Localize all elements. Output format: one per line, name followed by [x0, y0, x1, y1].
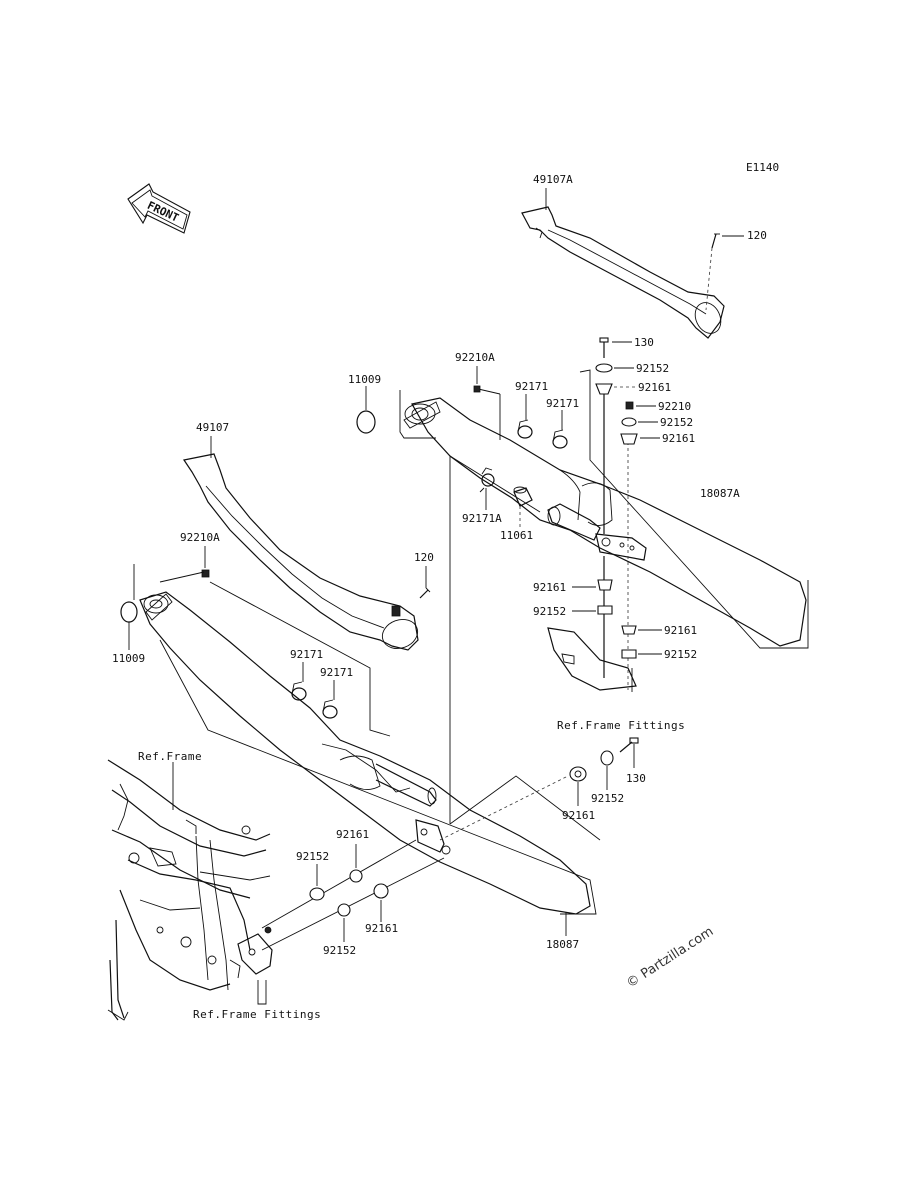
part-label-92161-g: 92161: [365, 922, 398, 935]
part-label-120-top: 120: [747, 229, 767, 242]
diagram-code: E1140: [746, 161, 779, 174]
clamp-92171-d: [322, 699, 338, 719]
clamp-92171-c: [291, 681, 307, 701]
part-label-92210A-left: 92210A: [180, 531, 220, 544]
grommet-92161-e: [569, 766, 587, 782]
part-label-120-left: 120: [414, 551, 434, 564]
part-label-11009-top: 11009: [348, 373, 381, 386]
part-label-92161-a: 92161: [638, 381, 671, 394]
frame-fitting-left: [237, 926, 273, 975]
frame-fitting-right: [547, 627, 637, 692]
part-label-92161-c: 92161: [533, 581, 566, 594]
grommet-92161-f: [349, 869, 363, 883]
clamp-92171-b: [552, 429, 568, 449]
washer-92152-g: [337, 903, 351, 917]
part-label-92152-c: 92152: [533, 605, 566, 618]
ref-frame-fittings-left: Ref.Frame Fittings: [193, 1008, 321, 1021]
washer-92152-c: [597, 605, 613, 615]
frame-reference: [107, 759, 271, 1021]
part-label-92210: 92210: [658, 400, 691, 413]
screw-120-left: [419, 587, 431, 599]
bolt-130-bottom: [619, 737, 639, 753]
part-label-49107A: 49107A: [533, 173, 573, 186]
part-label-92161-b: 92161: [662, 432, 695, 445]
heat-cover-upper: [521, 206, 725, 339]
grommet-92161-b: [620, 433, 638, 445]
part-label-92152-f: 92152: [296, 850, 329, 863]
grommet-92161-a: [595, 383, 613, 395]
part-label-92152-a: 92152: [636, 362, 669, 375]
part-label-130-top: 130: [634, 336, 654, 349]
grommet-92161-d: [621, 625, 637, 635]
bracket-plate-right: [595, 533, 647, 561]
part-label-92161-e: 92161: [562, 809, 595, 822]
heat-cover-lower: [183, 453, 419, 651]
part-label-92171-c: 92171: [290, 648, 323, 661]
clamp-92171-a: [517, 419, 533, 439]
part-label-11061: 11061: [500, 529, 533, 542]
bracket-plate-left: [415, 819, 451, 855]
part-label-130-bottom: 130: [626, 772, 646, 785]
grommet-92161-g: [373, 883, 389, 899]
part-label-11009-left: 11009: [112, 652, 145, 665]
part-label-18087A: 18087A: [700, 487, 740, 500]
muffler-right: [403, 397, 807, 647]
part-label-49107: 49107: [196, 421, 229, 434]
part-label-92152-d: 92152: [664, 648, 697, 661]
part-label-92171-a: 92171: [515, 380, 548, 393]
part-label-92152-b: 92152: [660, 416, 693, 429]
muffler-left: [139, 591, 591, 915]
partzilla-watermark: © Partzilla.com: [624, 924, 716, 991]
washer-92152-f: [309, 887, 325, 901]
screw-120-top: [711, 233, 720, 249]
part-label-92161-f: 92161: [336, 828, 369, 841]
gasket-11009-top: [356, 410, 376, 434]
gasket-11009-left: [120, 601, 138, 623]
part-label-92161-d: 92161: [664, 624, 697, 637]
part-label-92171-b: 92171: [546, 397, 579, 410]
washer-92152-e: [600, 750, 614, 766]
ref-frame-fittings-right: Ref.Frame Fittings: [557, 719, 685, 732]
part-label-92171-d: 92171: [320, 666, 353, 679]
grommet-92161-c: [597, 579, 613, 591]
washer-92152-d: [621, 649, 637, 659]
washer-92152-b: [621, 417, 637, 427]
part-label-92152-e: 92152: [591, 792, 624, 805]
part-label-92171A: 92171A: [462, 512, 502, 525]
bolt-130-top: [599, 337, 609, 358]
front-arrow-icon: FRONT: [127, 183, 191, 234]
clamp-92171A: [479, 467, 495, 493]
ref-frame-label: Ref.Frame: [138, 750, 202, 763]
tail-pipe-right: [547, 503, 601, 541]
sleeve-11061: [513, 486, 533, 507]
part-label-18087: 18087: [546, 938, 579, 951]
part-label-92152-g: 92152: [323, 944, 356, 957]
nut-92210: [625, 401, 634, 410]
nut-92210A-top: [473, 385, 481, 393]
washer-92152-a: [595, 363, 613, 373]
part-label-92210A-top: 92210A: [455, 351, 495, 364]
nut-92210A-left: [201, 569, 210, 578]
